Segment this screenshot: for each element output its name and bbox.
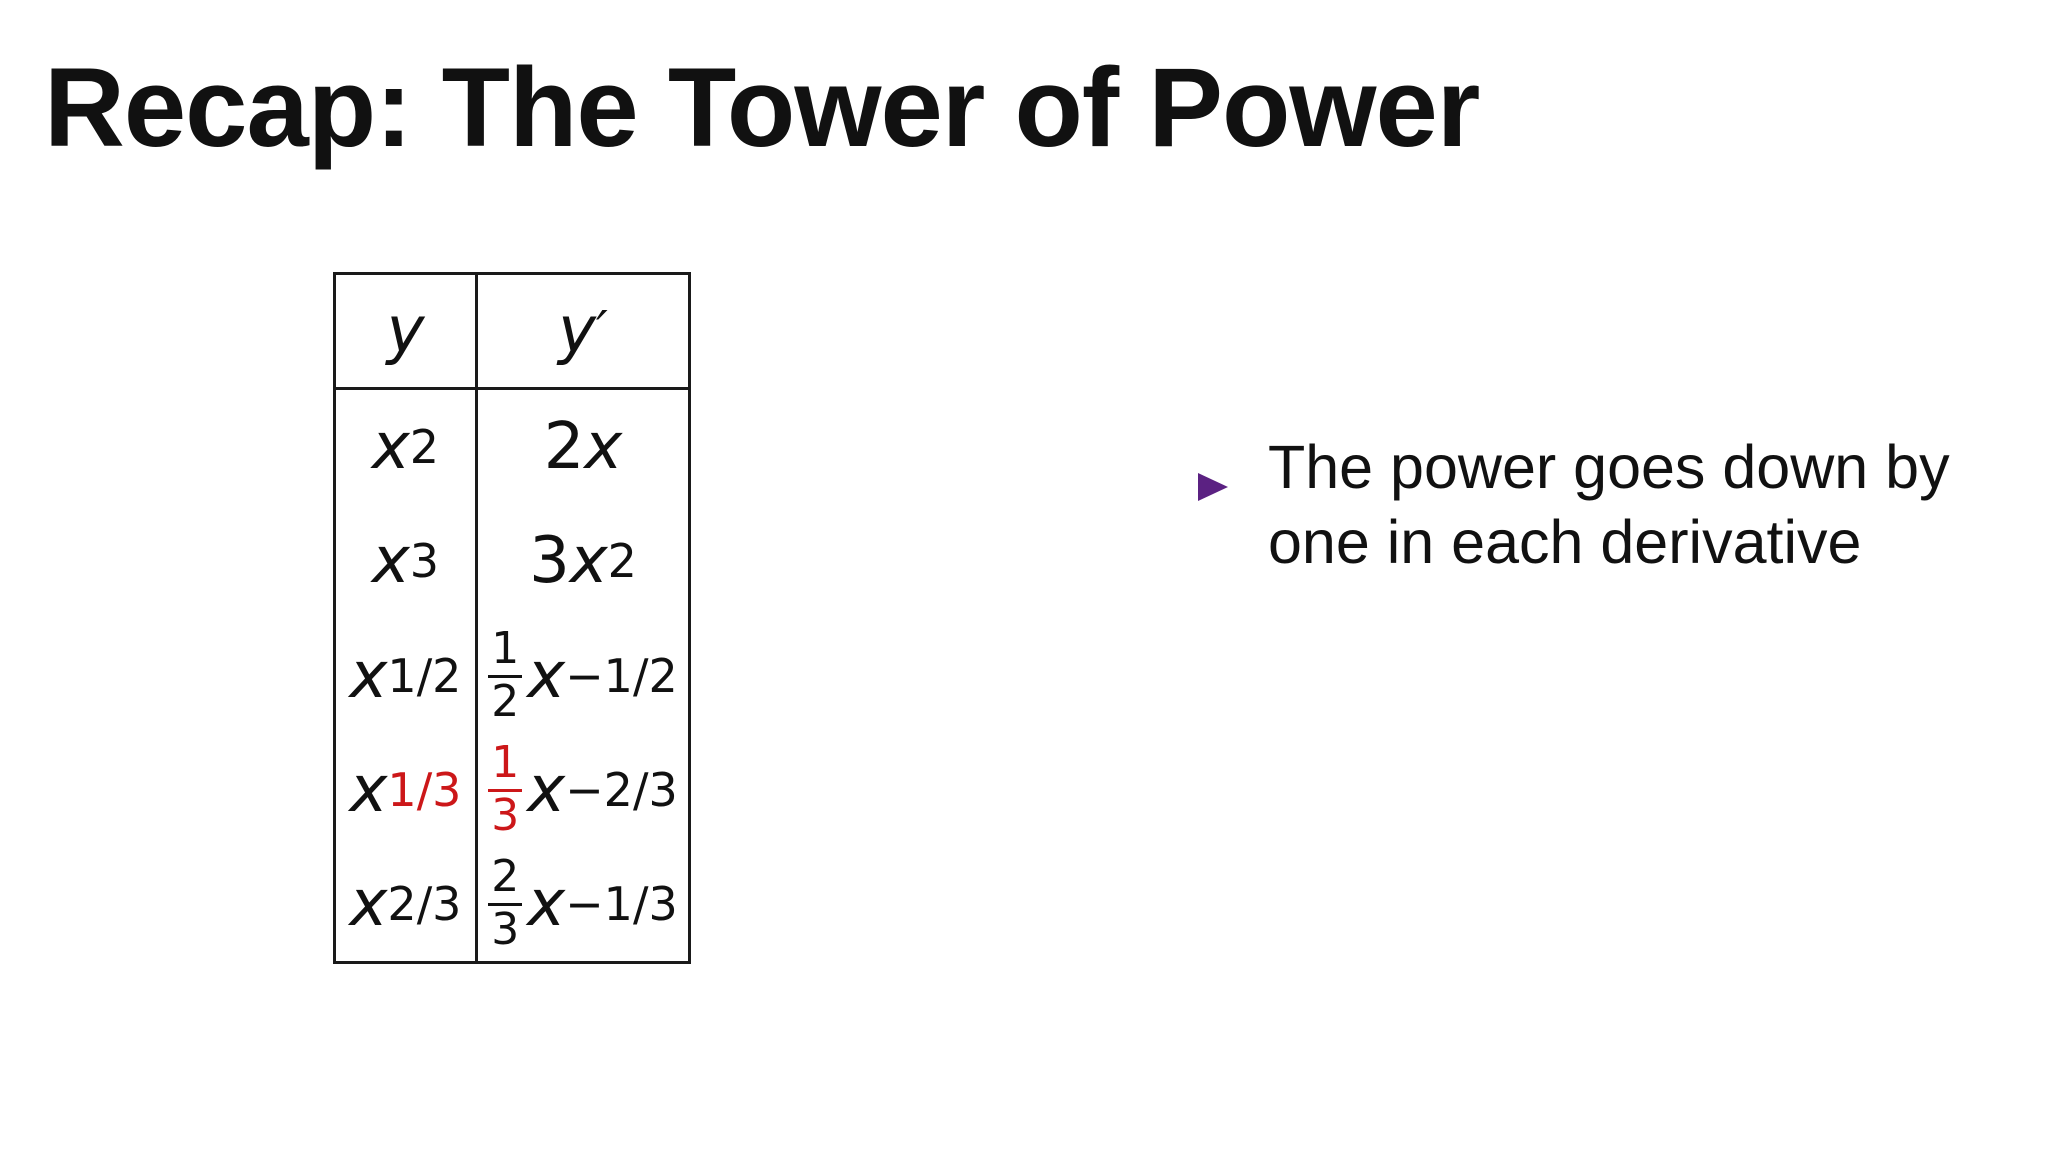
bullet-text: The power goes down by one in each deriv… — [1268, 433, 1950, 576]
header-cell-y-prime: y′ — [478, 275, 688, 387]
exponent-highlighted: 1/3 — [387, 762, 462, 817]
coefficient: 3 — [529, 524, 570, 599]
base: x — [584, 410, 623, 485]
base: x — [569, 524, 608, 599]
exponent: 1/2 — [387, 648, 462, 703]
slide-title: Recap: The Tower of Power — [44, 45, 1480, 170]
fraction-numerator: 2 — [488, 854, 523, 906]
exponent: 2 — [409, 420, 440, 475]
bullet-item: The power goes down by one in each deriv… — [1198, 430, 1978, 580]
base: x — [527, 638, 566, 713]
base: x — [349, 866, 388, 941]
table-header-row: y y′ — [336, 275, 688, 390]
header-y-prime-base: y — [558, 294, 597, 368]
base: x — [527, 866, 566, 941]
header-y-label: y — [386, 294, 425, 368]
exponent: 2 — [607, 534, 637, 589]
fraction-denominator: 3 — [491, 903, 520, 955]
fraction-denominator: 2 — [491, 675, 520, 727]
base: x — [349, 638, 388, 713]
fraction-numerator: 1 — [488, 739, 523, 792]
bullet-triangle-icon — [1198, 473, 1228, 501]
base: x — [349, 752, 388, 827]
header-cell-y: y — [336, 275, 478, 387]
coefficient: 2 — [543, 410, 585, 485]
prime-mark: ′ — [596, 301, 608, 361]
base: x — [371, 410, 410, 485]
exponent: 2/3 — [387, 876, 462, 931]
base: x — [527, 752, 566, 827]
base: x — [371, 524, 410, 599]
fraction-denominator: 3 — [491, 789, 520, 841]
fraction-numerator: 1 — [488, 625, 523, 678]
exponent: −1/3 — [565, 876, 678, 931]
exponent: −1/2 — [565, 648, 678, 703]
exponent: 3 — [409, 534, 440, 589]
exponent: −2/3 — [565, 762, 678, 817]
